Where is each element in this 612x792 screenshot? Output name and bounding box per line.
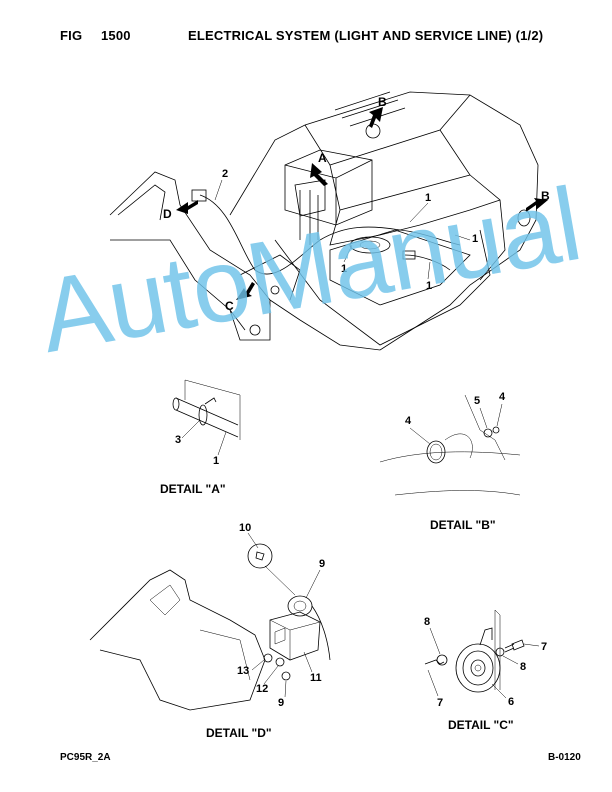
footer-model: PC95R_2A	[60, 752, 111, 763]
page-title: ELECTRICAL SYSTEM (LIGHT AND SERVICE LIN…	[188, 28, 544, 43]
bolt-7b	[511, 639, 525, 651]
detail-b-label: DETAIL "B"	[430, 518, 496, 532]
callout-7a: 7	[437, 697, 443, 709]
harness-2	[199, 194, 321, 275]
callout-9a: 9	[319, 558, 325, 570]
fig-number: 1500	[101, 28, 131, 43]
arrow-b-side	[526, 198, 548, 212]
arrow-label-d: D	[163, 207, 172, 221]
arrow-label-b-side: B	[541, 189, 550, 203]
callout-10: 10	[239, 522, 251, 534]
callout-6: 6	[508, 696, 514, 708]
arrow-label-a: A	[318, 151, 327, 165]
detail-c: 8 7 8 7 6	[424, 609, 547, 709]
arrow-b-top	[369, 107, 383, 128]
lamp-b-top	[365, 123, 381, 139]
detail-d-label: DETAIL "D"	[206, 726, 272, 740]
detail-a-label: DETAIL "A"	[160, 482, 226, 496]
callout-8a: 8	[424, 616, 430, 628]
horn-connector	[191, 189, 207, 202]
clamp-3	[198, 404, 208, 426]
upper-structure-outline	[229, 91, 539, 351]
callout-1a: 1	[425, 192, 431, 204]
lamp-ring-4	[426, 440, 446, 464]
washer-12	[275, 657, 285, 667]
nut-13	[263, 653, 273, 663]
horn-6	[455, 643, 501, 693]
washer-8a	[436, 654, 448, 666]
detail-a: 3 1	[172, 379, 241, 467]
callout-4b: 4	[499, 391, 506, 403]
fig-label: FIG	[60, 28, 83, 43]
callout-1d: 1	[426, 280, 432, 292]
detail-d: 10 9 13 12 11 9	[89, 522, 331, 711]
callout-11: 11	[310, 672, 322, 684]
grommet-10	[247, 543, 273, 569]
main-view-arrows: A B B C D	[163, 95, 550, 313]
callout-4a: 4	[405, 415, 412, 427]
callout-a-1: 1	[213, 455, 219, 467]
screw-5	[483, 428, 493, 438]
washer-8b	[495, 647, 505, 657]
callout-13: 13	[237, 665, 249, 677]
callout-8b: 8	[520, 661, 526, 673]
detail-c-label: DETAIL "C"	[448, 718, 514, 732]
callout-3: 3	[175, 434, 181, 446]
callout-7b: 7	[541, 641, 547, 653]
bolt-9	[281, 671, 291, 681]
arrow-label-b-top: B	[378, 95, 387, 109]
arrow-c	[236, 282, 255, 300]
arrow-a	[310, 163, 328, 186]
arrow-d	[176, 200, 198, 214]
footer-code: B-0120	[548, 752, 581, 763]
arrow-label-c: C	[225, 299, 234, 313]
callout-12: 12	[256, 683, 268, 695]
callout-1b: 1	[472, 233, 478, 245]
lamp-b-side	[517, 209, 531, 227]
horn-9	[287, 595, 313, 617]
detail-b: 4 5 4	[379, 391, 521, 496]
main-view-callouts: 1 1 1 1 2	[214, 168, 478, 292]
callout-5: 5	[474, 395, 480, 407]
callout-1c: 1	[341, 263, 347, 275]
relay-11	[269, 611, 321, 661]
boom	[109, 171, 271, 341]
callout-9b: 9	[278, 697, 284, 709]
battery-box	[284, 149, 373, 226]
callout-2: 2	[222, 168, 228, 180]
